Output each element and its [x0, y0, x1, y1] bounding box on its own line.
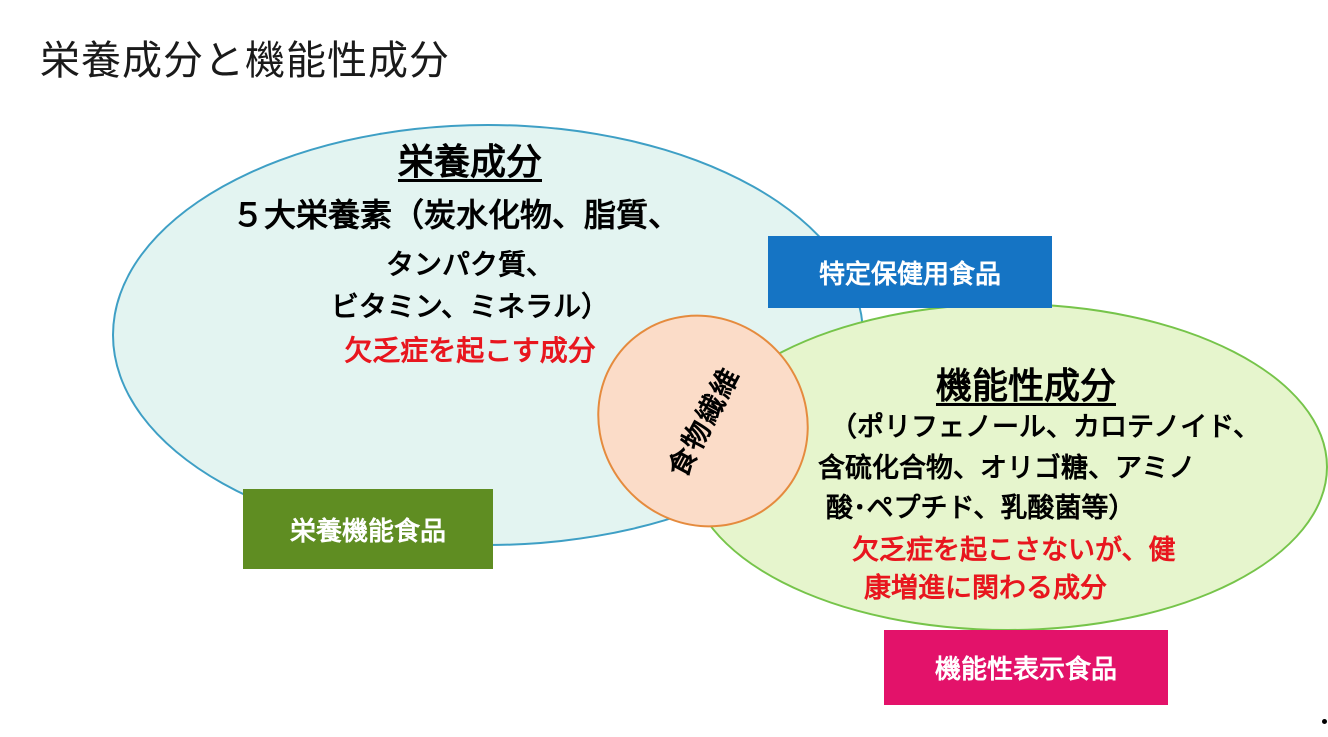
nutrient-function-food-box: 栄養機能食品	[243, 489, 493, 569]
nutrient-function-food-label: 栄養機能食品	[289, 516, 446, 547]
functional-red-line-1: 欠乏症を起こさないが、健	[852, 535, 1176, 566]
function-claim-food-label: 機能性表示食品	[934, 655, 1117, 685]
functional-line-1: （ポリフェノール、カロテノイド、	[830, 412, 1261, 443]
function-claim-food-box: 機能性表示食品	[884, 630, 1168, 705]
page-title: 栄養成分と機能性成分	[40, 38, 450, 84]
nutrient-heading: 栄養成分	[397, 142, 542, 183]
nutrient-line-1: ５大栄養素（炭水化物、脂質、	[232, 196, 681, 234]
nutrient-line-2: タンパク質、	[385, 248, 554, 281]
corner-dot	[1322, 719, 1327, 724]
fosu-label: 特定保健用食品	[818, 259, 1001, 290]
functional-line-3: 酸･ペプチド、乳酸菌等）	[826, 493, 1136, 524]
functional-heading: 機能性成分	[935, 366, 1116, 407]
nutrient-red-line: 欠乏症を起こす成分	[344, 334, 596, 367]
functional-line-2: 含硫化合物、オリゴ糖、アミノ	[818, 453, 1196, 484]
fosu-box: 特定保健用食品	[768, 236, 1052, 308]
nutrient-line-3: ビタミン、ミネラル）	[330, 290, 610, 323]
functional-red-line-2: 康増進に関わる成分	[864, 573, 1107, 604]
